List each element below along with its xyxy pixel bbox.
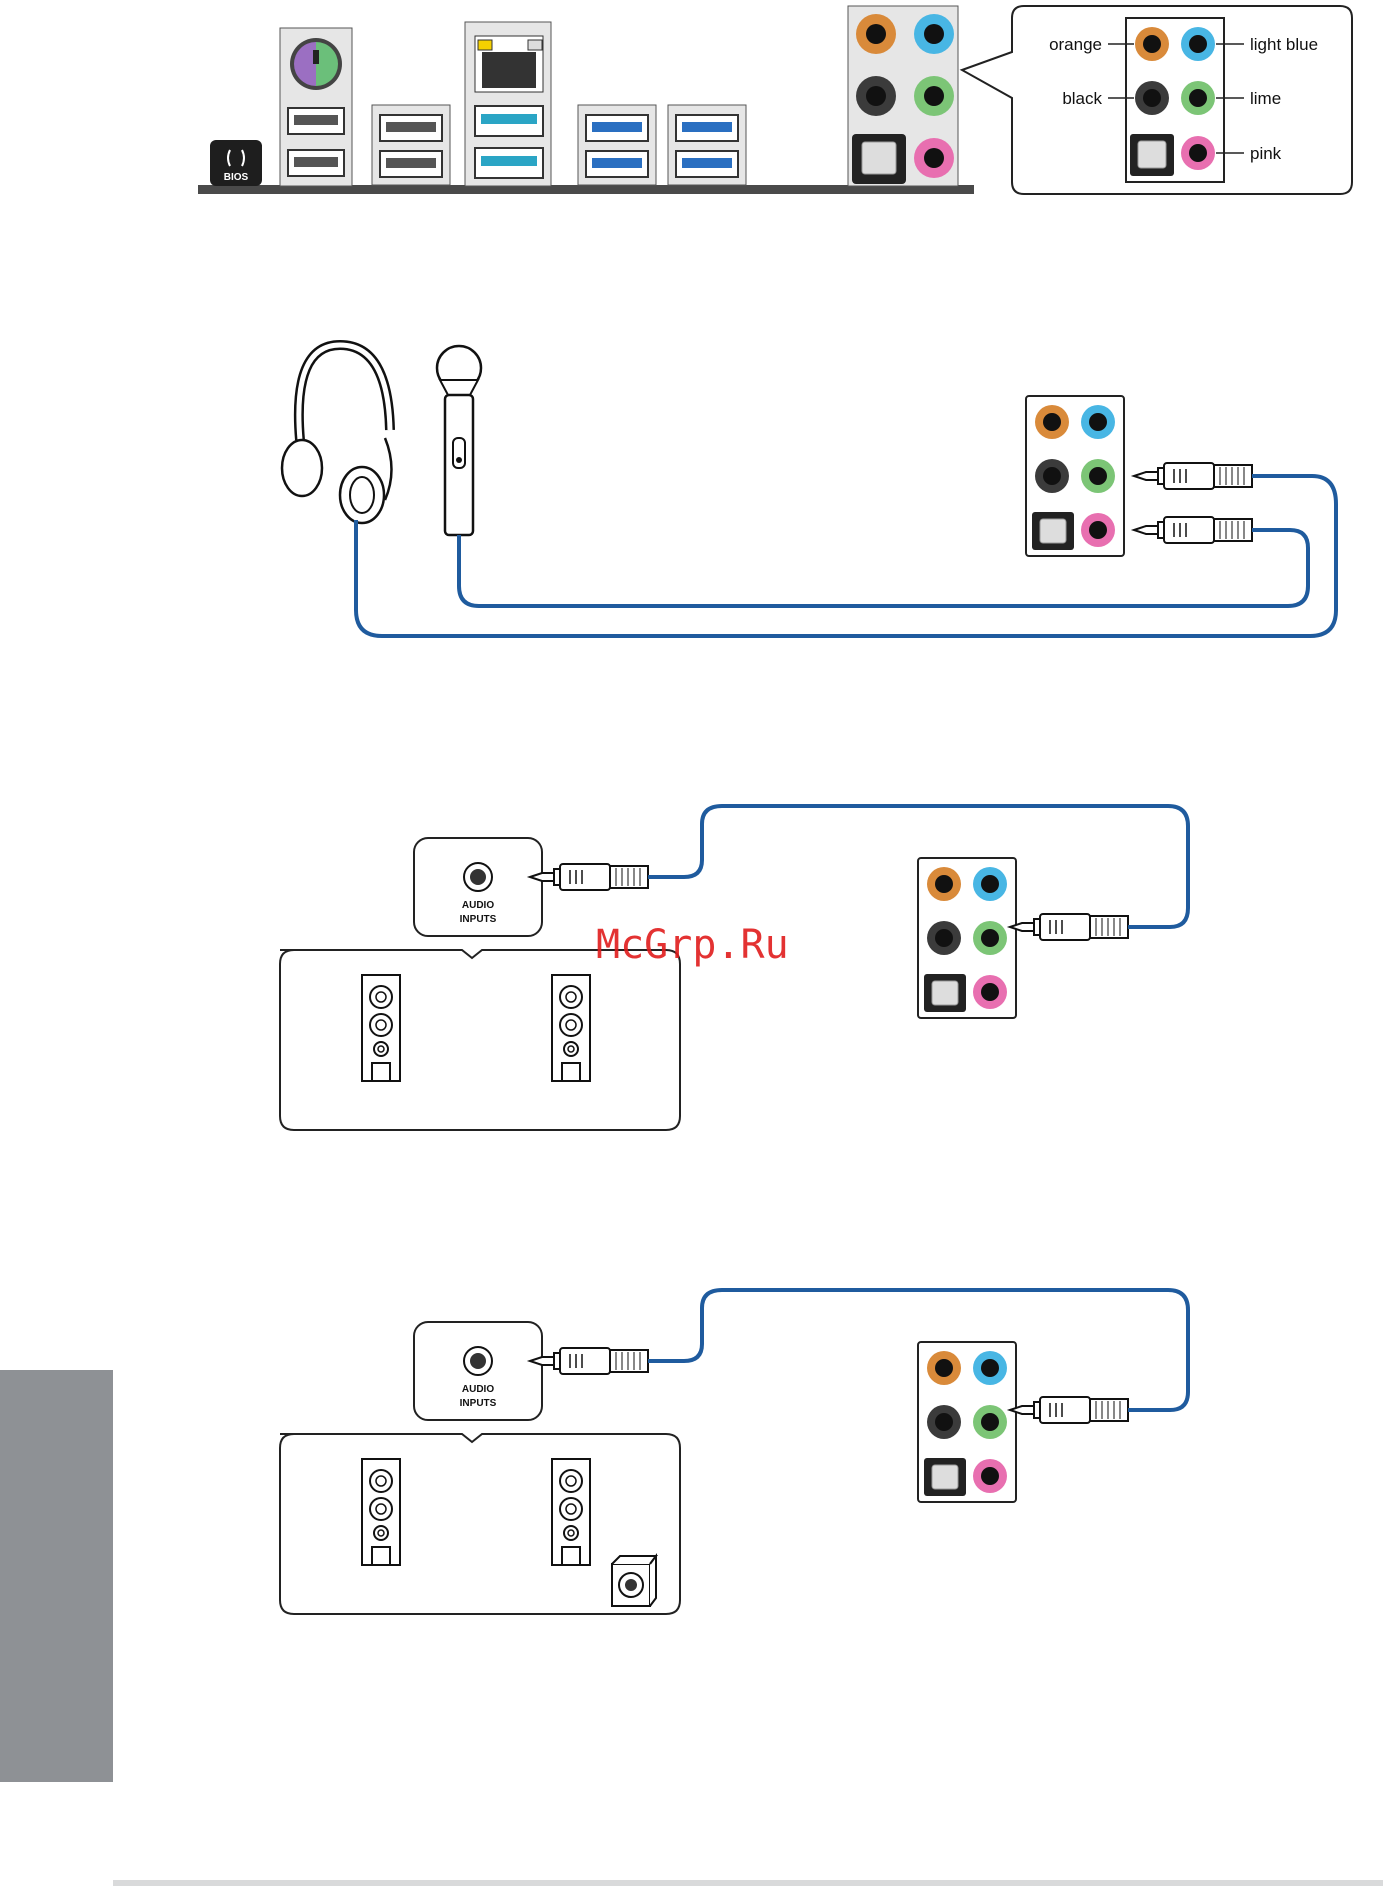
jack-color-legend: orange light blue black lime pink bbox=[962, 6, 1352, 194]
plug-lime[interactable] bbox=[1134, 463, 1252, 489]
speaker-right-icon-2 bbox=[552, 1459, 590, 1565]
watermark-text: McGrp.Ru bbox=[596, 922, 789, 968]
speaker-subwoofer-diagram: AUDIO INPUTS bbox=[280, 1290, 1188, 1614]
io-audio-jacks bbox=[848, 6, 958, 186]
legend-light-blue: light blue bbox=[1250, 35, 1318, 54]
bios-button[interactable]: BIOS bbox=[210, 140, 262, 186]
speaker-right-icon bbox=[552, 975, 590, 1081]
legend-lime: lime bbox=[1250, 89, 1281, 108]
usb3-ports-b bbox=[668, 105, 746, 185]
usb3-ports-a bbox=[578, 105, 656, 185]
plug-lime-2[interactable] bbox=[1010, 914, 1128, 940]
rear-io-panel: BIOS bbox=[198, 6, 974, 194]
audio-jack-panel-3 bbox=[918, 1342, 1016, 1502]
audio-inputs-label-1a: AUDIO bbox=[462, 900, 494, 911]
audio-inputs-label-2b: INPUTS bbox=[460, 1398, 497, 1409]
speaker-left-icon-2 bbox=[362, 1459, 400, 1565]
usb2-ports bbox=[372, 105, 450, 185]
speaker-input-plug-2[interactable] bbox=[530, 1348, 648, 1374]
legend-black: black bbox=[1062, 89, 1102, 108]
legend-orange: orange bbox=[1049, 35, 1102, 54]
bios-button-label: BIOS bbox=[224, 172, 249, 183]
headphones-icon bbox=[282, 345, 392, 523]
legend-pink: pink bbox=[1250, 144, 1282, 163]
speaker-input-plug-1[interactable] bbox=[530, 864, 648, 890]
audio-jack-panel-2 bbox=[918, 858, 1016, 1018]
audio-inputs-label-1b: INPUTS bbox=[460, 914, 497, 925]
lan-usb3-stack bbox=[465, 22, 551, 186]
microphone-icon bbox=[437, 346, 481, 535]
speaker-left-icon bbox=[362, 975, 400, 1081]
audio-inputs-label-2a: AUDIO bbox=[462, 1384, 494, 1395]
headphone-mic-diagram bbox=[282, 345, 1336, 636]
ps2-usb-stack bbox=[280, 28, 352, 186]
audio-jack-panel-1 bbox=[1026, 396, 1124, 556]
plug-lime-3[interactable] bbox=[1010, 1397, 1128, 1423]
headphone-cable bbox=[356, 476, 1336, 636]
subwoofer-icon bbox=[612, 1556, 656, 1606]
plug-pink[interactable] bbox=[1134, 517, 1252, 543]
stereo-speaker-diagram: AUDIO INPUTS bbox=[280, 806, 1188, 1130]
